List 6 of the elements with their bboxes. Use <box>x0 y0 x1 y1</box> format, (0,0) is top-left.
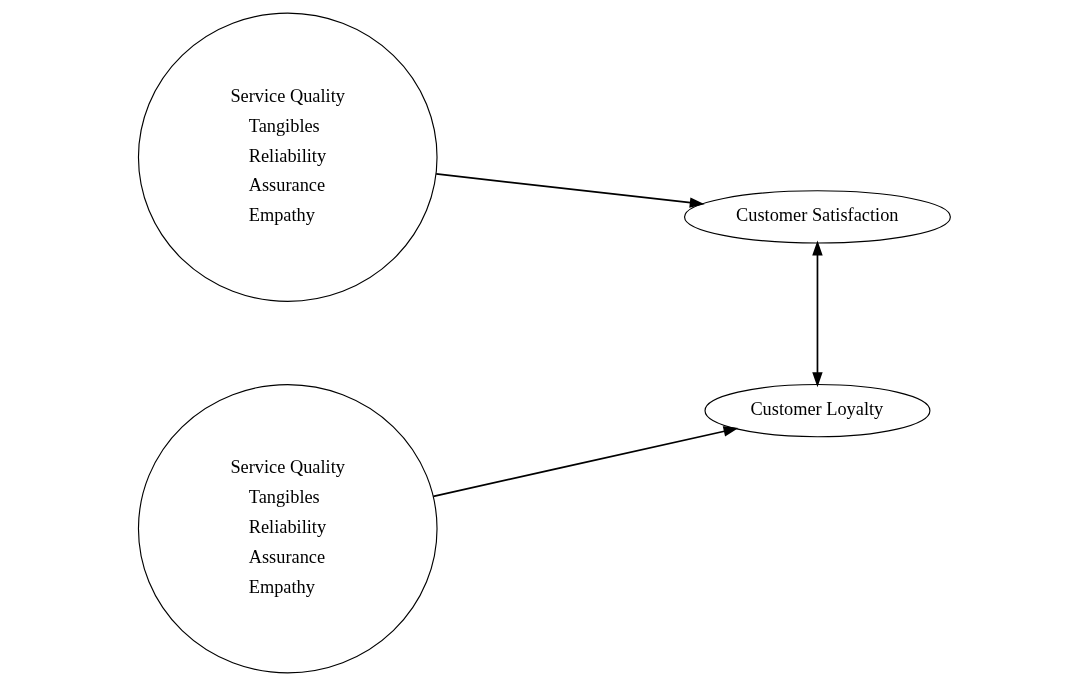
node-ellipse: Customer Satisfaction <box>684 190 951 244</box>
node-circle: Service Quality Tangibles Reliability Assurance Empathy <box>137 384 438 674</box>
node-circle: Service Quality Tangibles Reliability Assurance Empathy <box>137 12 438 302</box>
arrow <box>812 240 823 388</box>
arrow <box>435 173 705 208</box>
arrow <box>432 426 739 498</box>
